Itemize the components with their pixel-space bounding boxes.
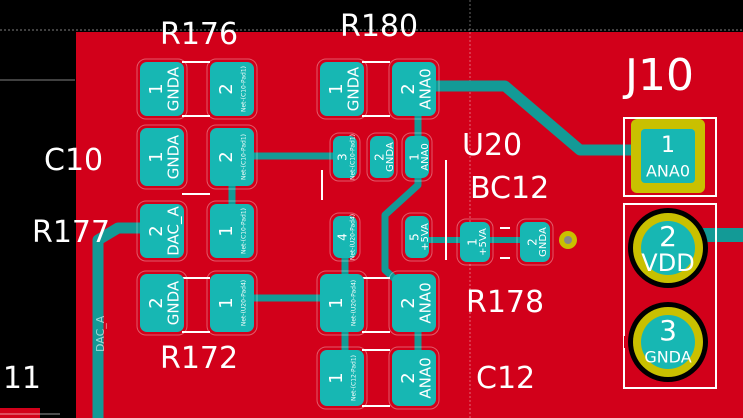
ref-r178: R178: [466, 285, 544, 320]
pad-number: 5: [408, 233, 422, 241]
pad-net-label: Net-(U20-Pad4): [241, 280, 248, 326]
ref-c10: C10: [44, 143, 103, 178]
pad-number: 4: [336, 233, 350, 241]
pad-net-label: Net-(C10-Pad1): [350, 134, 357, 180]
pad-number: 1: [408, 153, 422, 161]
pad-number: 2: [398, 297, 419, 308]
pad-number: 3: [659, 314, 677, 347]
pad-u20-5[interactable]: 5+5VA: [401, 212, 433, 262]
pad-c12-1[interactable]: 1 Net-(C12-Pad1): [316, 346, 368, 410]
ref-j11: J11: [0, 361, 41, 396]
pad-net-label: GNDA: [165, 66, 183, 111]
pad-r176-2[interactable]: 2 Net-(C10-Pad1): [206, 58, 258, 120]
pad-net-label: Net-(U20-Pad4): [351, 280, 358, 326]
track-dac-a[interactable]: [92, 222, 156, 418]
pad-bc12-1[interactable]: 1+5VA: [456, 218, 494, 266]
pad-net-label: Net-(C10-Pad1): [241, 66, 248, 112]
pad-net-label: GNDA: [538, 227, 549, 257]
pad-number: 1: [326, 83, 347, 94]
pad-net-label: Net-(U20-Pad4): [350, 214, 357, 260]
via[interactable]: [559, 231, 577, 249]
pad-number: 2: [373, 153, 387, 161]
pad-number: 1: [216, 225, 237, 236]
pad-number: 2: [659, 220, 677, 253]
pad-net-label: ANA0: [646, 162, 690, 181]
pad-net-label: GNDA: [345, 66, 363, 111]
pad-number: 2: [146, 225, 167, 236]
pad-number: 2: [398, 372, 419, 383]
pad-net-label: ANA0: [417, 282, 435, 323]
ref-c12: C12: [476, 361, 535, 396]
ref-bc12: BC12: [470, 171, 549, 206]
ref-r180: R180: [340, 9, 418, 44]
ref-u20: U20: [462, 128, 522, 163]
pad-number: 1: [661, 133, 675, 158]
pad-net-label: GNDA: [644, 348, 691, 367]
pad-net-label: +5VA: [478, 228, 489, 256]
pad-number: 2: [216, 83, 237, 94]
copper-pour-edge: [0, 408, 40, 418]
pad-net-label: Net-(C10-Pad1): [241, 134, 248, 180]
pad-net-label: GNDA: [165, 280, 183, 325]
pad-net-label: Net-(C10-Pad1): [241, 208, 248, 254]
pad-net-label: DAC_A: [165, 206, 184, 256]
pad-number: 1: [216, 297, 237, 308]
ref-r172: R172: [160, 341, 238, 376]
pad-r172-1[interactable]: 1 Net-(U20-Pad4): [206, 270, 258, 336]
ref-r177: R177: [32, 215, 110, 250]
pad-number: 2: [216, 151, 237, 162]
pad-number: 1: [466, 238, 480, 246]
silk-outlines: [182, 61, 717, 407]
pad-c10-2[interactable]: 2 Net-(C10-Pad1): [206, 124, 258, 190]
pad-number: 1: [326, 372, 347, 383]
pad-number: 3: [336, 153, 350, 161]
pad-net-label: ANA0: [420, 143, 431, 171]
pad-number: 1: [146, 83, 167, 94]
ref-r176: R176: [160, 17, 238, 52]
ref-j10: J10: [622, 50, 694, 101]
pad-number: 2: [398, 83, 419, 94]
pad-net-label: +5VA: [420, 223, 431, 251]
pad-number: 1: [146, 151, 167, 162]
pad-net-label: ANA0: [417, 68, 435, 109]
pad-r177-1[interactable]: 1 Net-(C10-Pad1): [206, 200, 258, 262]
pad-net-label: GNDA: [165, 134, 183, 179]
pad-net-label: Net-(C12-Pad1): [351, 355, 358, 401]
pad-net-label: GNDA: [385, 142, 396, 172]
pad-net-label: VDD: [641, 249, 694, 277]
track-label-dac-a: DAC_A: [94, 315, 107, 352]
pad-number: 2: [526, 238, 540, 246]
pad-number: 2: [146, 297, 167, 308]
pad-number: 1: [326, 297, 347, 308]
pad-r178-1[interactable]: 1 Net-(U20-Pad4): [316, 270, 368, 336]
track-ana0[interactable]: [412, 80, 671, 156]
pad-net-label: ANA0: [417, 357, 435, 398]
